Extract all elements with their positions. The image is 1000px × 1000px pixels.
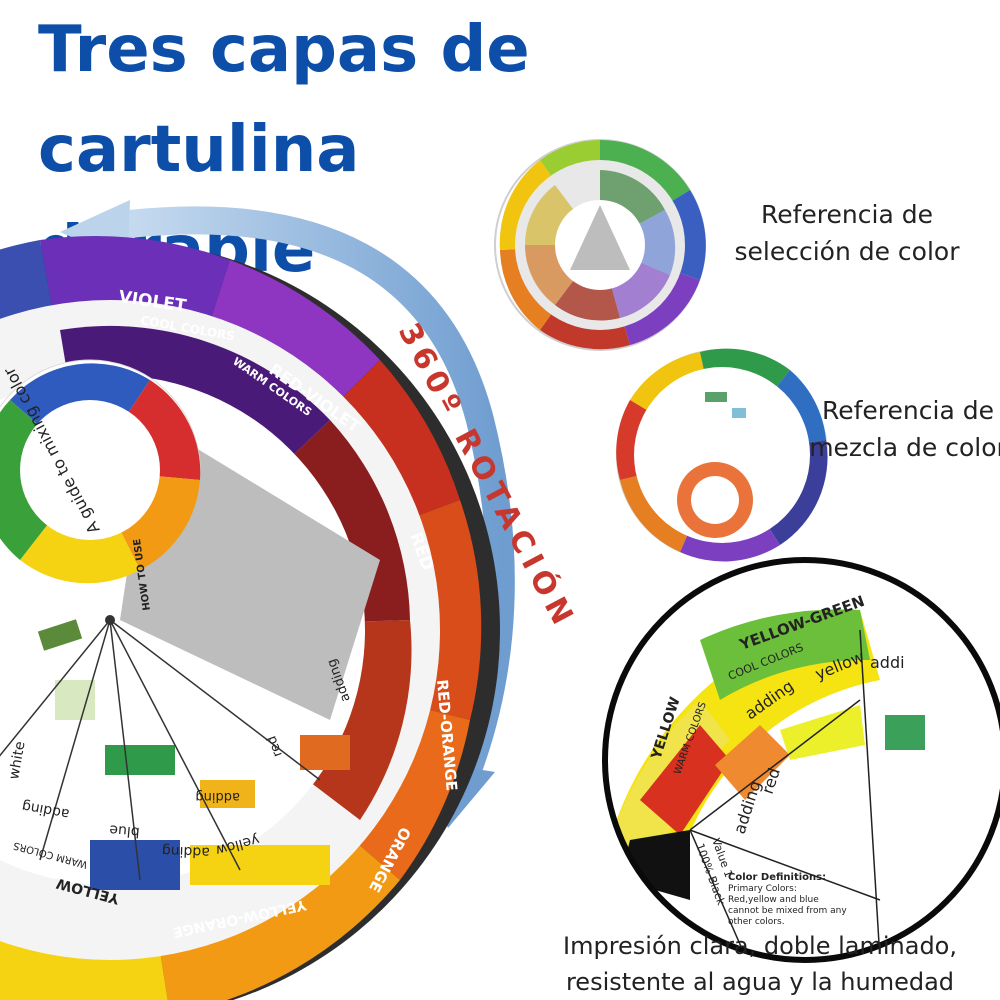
- inner-word-blue: blue: [109, 821, 141, 840]
- color-mixing-wheel: [616, 348, 828, 562]
- headline-line-1: Tres capas de cartulina: [38, 13, 530, 187]
- zoom-definitions-title: Color Definitions:: [728, 872, 826, 883]
- inner-word-white: white: [6, 740, 28, 781]
- zoom-definitions-text: Primary Colors: Red,yellow and blue cann…: [728, 884, 847, 927]
- inner-word-adding-3: adding: [195, 789, 240, 804]
- caption-print-quality: Impresión clara, doble laminado, resiste…: [563, 932, 957, 996]
- caption-selection-reference: Referencia de selección de color: [734, 200, 960, 266]
- caption-mixing-reference: Referencia de mezcla de color: [809, 396, 1000, 462]
- inner-word-adding-2: adding: [162, 842, 211, 860]
- zoom-word-addi: addi: [870, 653, 905, 672]
- zoom-detail: [602, 557, 1000, 963]
- color-selection-wheel: [494, 139, 706, 351]
- inner-word-red: red: [264, 734, 285, 759]
- big-color-wheel: [0, 236, 500, 1000]
